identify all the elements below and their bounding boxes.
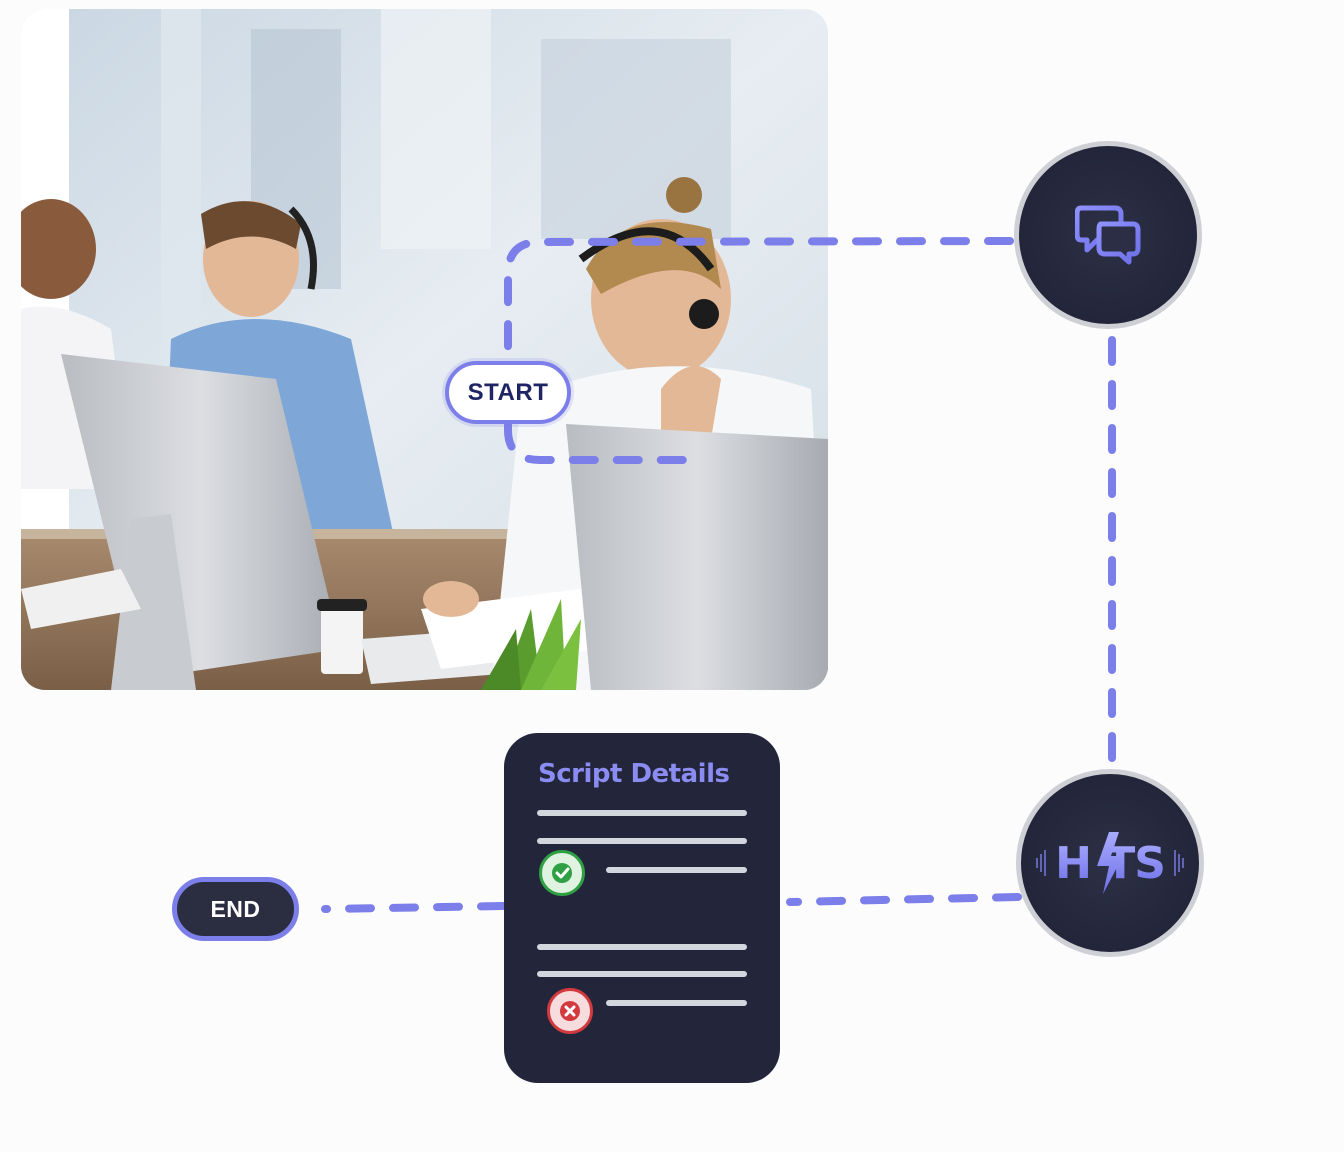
script-line — [606, 867, 747, 873]
script-line — [537, 944, 747, 950]
start-label: START — [467, 378, 549, 406]
check-icon — [552, 863, 572, 883]
script-details-title: Script Details — [538, 759, 730, 789]
hits-logo-icon: H TS — [1036, 832, 1184, 894]
hits-logo-node: H TS — [1016, 769, 1204, 957]
script-line — [606, 1000, 747, 1006]
x-icon — [560, 1001, 580, 1021]
connector-card-to-end — [321, 902, 507, 913]
start-node: START — [445, 361, 571, 424]
call-center-photo — [21, 9, 828, 690]
script-line — [537, 810, 747, 816]
script-line — [537, 971, 747, 977]
x-badge — [547, 988, 593, 1034]
chat-bubbles-icon — [1075, 205, 1141, 265]
connector-logo-to-card — [786, 893, 1022, 906]
chat-node — [1014, 141, 1202, 329]
end-node: END — [172, 877, 299, 941]
script-line — [537, 838, 747, 844]
end-label: END — [210, 895, 261, 922]
check-badge — [539, 850, 585, 896]
script-details-card: Script Details — [504, 733, 780, 1083]
